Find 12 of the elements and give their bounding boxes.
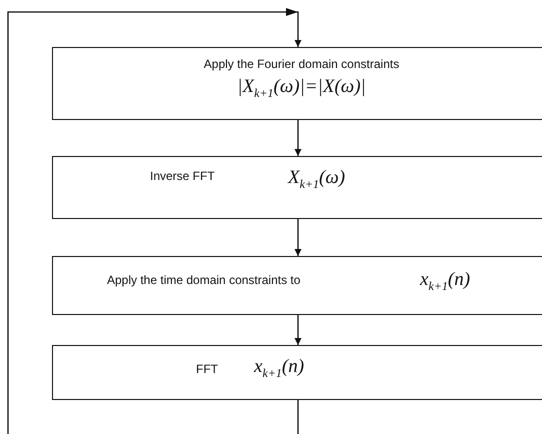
step-label: Apply the time domain constraints to [107, 273, 300, 287]
formula: |X$_{k+1}$(ω)|=|X(ω)| [236, 76, 367, 101]
process-box [52, 256, 542, 315]
formula: x$_{k+1}$(n) [254, 356, 304, 381]
formula: x$_{k+1}$(n) [420, 269, 470, 294]
process-box [52, 156, 542, 219]
process-box [52, 345, 542, 400]
step-label: Apply the Fourier domain constraints [202, 57, 400, 71]
process-box [52, 47, 542, 120]
formula: X$_{k+1}$(ω) [288, 167, 346, 192]
step-label: FFT [196, 362, 218, 376]
step-label: Inverse FFT [150, 169, 215, 183]
